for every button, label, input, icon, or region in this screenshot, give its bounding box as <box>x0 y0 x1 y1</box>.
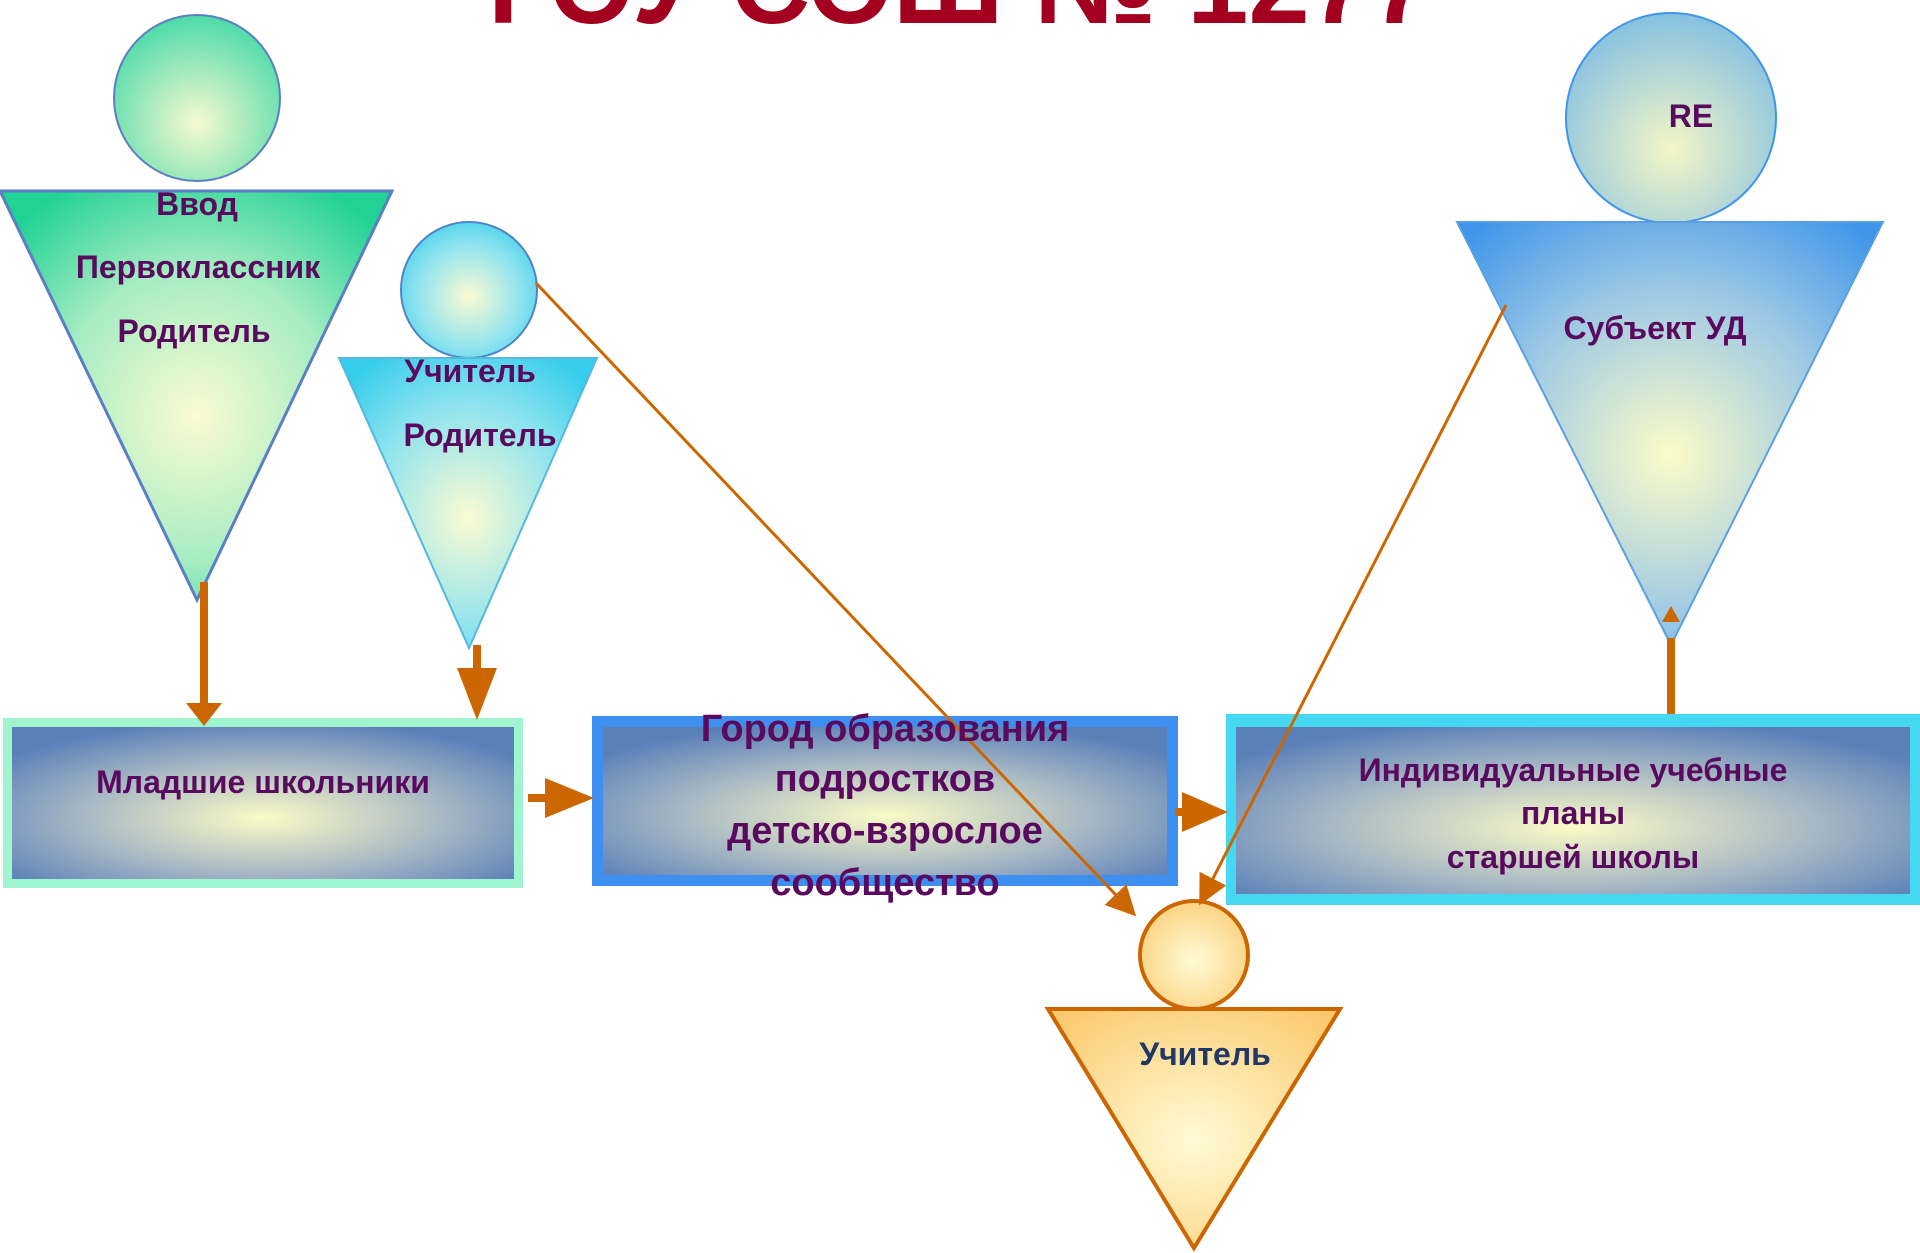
figure-first-grader-parent <box>0 14 395 604</box>
label-teacher-bottom: Учитель <box>1139 1036 1271 1072</box>
label-first-grader: Первоклассник <box>75 249 321 285</box>
arrow-city-to-plans <box>1175 792 1228 832</box>
label-plans-line3: старшей школы <box>1446 839 1700 875</box>
box-individual-plans <box>1226 714 1920 905</box>
connector-plans-to-subject <box>1662 606 1680 714</box>
arrow-teacher-to-bottom-teacher <box>534 281 1137 917</box>
label-plans-line2: планы <box>1520 795 1626 831</box>
arrow-junior-to-city <box>528 778 594 818</box>
label-city-line4: сообщество <box>770 862 1000 904</box>
label-parent-mid: Родитель <box>403 417 557 453</box>
label-subject-ud: Субъект УД <box>1563 310 1747 346</box>
arrow-subject-to-bottom-teacher <box>1199 304 1508 906</box>
arrow-left-figure-to-junior <box>186 582 222 726</box>
figure-subject-ud <box>1455 12 1885 648</box>
label-parent-left: Родитель <box>117 313 271 349</box>
label-junior-students: Младшие школьники <box>96 764 430 800</box>
box-junior-students <box>3 718 523 888</box>
page-title: ГОУ СОШ № 1277 <box>0 0 1920 49</box>
label-teacher-mid: Учитель <box>404 353 536 389</box>
arrow-teacher-parent-to-junior <box>457 645 497 720</box>
label-re: RE <box>1668 98 1714 134</box>
label-city-line2: подростков <box>774 758 996 800</box>
label-city-line1: Город образования <box>700 708 1070 750</box>
figure-teacher-bottom <box>1044 899 1344 1252</box>
label-plans-line1: Индивидуальные учебные <box>1358 752 1788 788</box>
figure-teacher-parent <box>337 221 599 651</box>
label-city-line3: детско-взрослое <box>727 810 1043 852</box>
label-vvod: Ввод <box>156 186 238 222</box>
